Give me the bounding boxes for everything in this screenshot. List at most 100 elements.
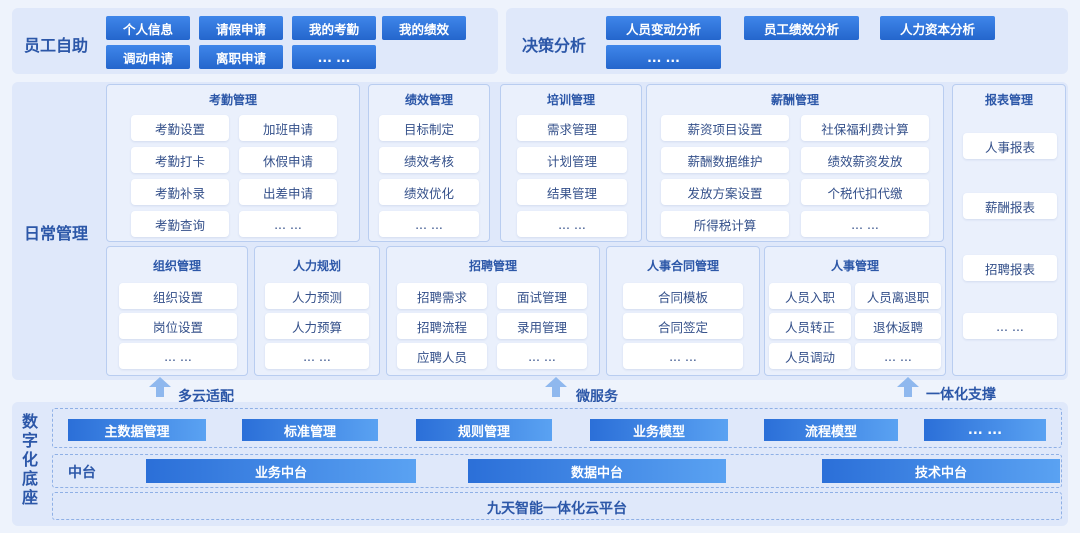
training-item[interactable]: ... ...: [517, 211, 627, 237]
recruit-item[interactable]: 招聘需求: [397, 283, 487, 309]
base-module[interactable]: ... ...: [924, 419, 1046, 441]
arrow-label: 一体化支撑: [926, 387, 996, 403]
personnel-item[interactable]: 人员离退职: [855, 283, 941, 309]
planning-module: 人力规划 人力预测 人力预算 ... ...: [254, 246, 380, 376]
org-item[interactable]: 组织设置: [119, 283, 237, 309]
base-module[interactable]: 主数据管理: [68, 419, 206, 441]
personnel-item[interactable]: ... ...: [855, 343, 941, 369]
performance-module: 绩效管理 目标制定 绩效考核 绩效优化 ... ...: [368, 84, 490, 242]
cloud-platform-label: 九天智能一体化云平台: [487, 501, 627, 517]
decision-panel: 决策分析 人员变动分析 员工绩效分析 人力资本分析 ... ...: [506, 8, 1068, 74]
salary-item[interactable]: 薪酬数据维护: [661, 147, 789, 173]
training-item[interactable]: 计划管理: [517, 147, 627, 173]
recruit-item[interactable]: ... ...: [497, 343, 587, 369]
salary-item[interactable]: 社保福利费计算: [801, 115, 929, 141]
performance-title: 绩效管理: [404, 93, 453, 107]
personnel-item[interactable]: 人员转正: [769, 313, 851, 339]
report-title: 报表管理: [984, 93, 1033, 107]
performance-item[interactable]: 绩效考核: [379, 147, 479, 173]
base-title: 数字化底座: [22, 412, 39, 507]
self-service-button[interactable]: ... ...: [292, 45, 376, 69]
self-service-panel: 员工自助 个人信息 请假申请 我的考勤 我的绩效 调动申请 离职申请 ... .…: [12, 8, 498, 74]
attendance-item[interactable]: 考勤补录: [131, 179, 229, 205]
report-item[interactable]: 薪酬报表: [963, 193, 1057, 219]
attendance-item[interactable]: 休假申请: [239, 147, 337, 173]
up-arrow-icon: [897, 377, 919, 397]
performance-item[interactable]: ... ...: [379, 211, 479, 237]
attendance-module: 考勤管理 考勤设置 加班申请 考勤打卡 休假申请 考勤补录 出差申请 考勤查询 …: [106, 84, 360, 242]
org-item[interactable]: ... ...: [119, 343, 237, 369]
salary-module: 薪酬管理 薪资项目设置 社保福利费计算 薪酬数据维护 绩效薪资发放 发放方案设置…: [646, 84, 944, 242]
planning-item[interactable]: 人力预算: [265, 313, 369, 339]
personnel-item[interactable]: 退休返聘: [855, 313, 941, 339]
self-service-button[interactable]: 离职申请: [199, 45, 283, 69]
recruit-item[interactable]: 招聘流程: [397, 313, 487, 339]
attendance-item[interactable]: 考勤打卡: [131, 147, 229, 173]
recruit-item[interactable]: 面试管理: [497, 283, 587, 309]
contract-module: 人事合同管理 合同模板 合同签定 ... ...: [606, 246, 760, 376]
self-service-button[interactable]: 我的绩效: [382, 16, 466, 40]
attendance-item[interactable]: 考勤查询: [131, 211, 229, 237]
middle-platform[interactable]: 业务中台: [146, 459, 416, 483]
cloud-platform: [52, 492, 1062, 520]
self-service-button[interactable]: 个人信息: [106, 16, 190, 40]
decision-button[interactable]: 人员变动分析: [606, 16, 721, 40]
base-module[interactable]: 标准管理: [242, 419, 378, 441]
salary-item[interactable]: 所得税计算: [661, 211, 789, 237]
salary-item[interactable]: 薪资项目设置: [661, 115, 789, 141]
attendance-item[interactable]: 加班申请: [239, 115, 337, 141]
contract-item[interactable]: 合同模板: [623, 283, 743, 309]
middle-platform[interactable]: 技术中台: [822, 459, 1060, 483]
report-item[interactable]: 招聘报表: [963, 255, 1057, 281]
decision-button[interactable]: 人力资本分析: [880, 16, 995, 40]
report-item[interactable]: ... ...: [963, 313, 1057, 339]
base-module[interactable]: 规则管理: [416, 419, 552, 441]
salary-title: 薪酬管理: [770, 93, 819, 107]
decision-button[interactable]: ... ...: [606, 45, 721, 69]
base-panel: 数字化底座 主数据管理 标准管理 规则管理 业务模型 流程模型 ... ... …: [12, 402, 1068, 526]
performance-item[interactable]: 目标制定: [379, 115, 479, 141]
decision-button[interactable]: 员工绩效分析: [744, 16, 859, 40]
org-item[interactable]: 岗位设置: [119, 313, 237, 339]
self-service-button[interactable]: 我的考勤: [292, 16, 376, 40]
up-arrow-icon: [545, 377, 567, 397]
org-module: 组织管理 组织设置 岗位设置 ... ...: [106, 246, 248, 376]
arrow-label: 微服务: [576, 389, 618, 405]
contract-item[interactable]: ... ...: [623, 343, 743, 369]
performance-item[interactable]: 绩效优化: [379, 179, 479, 205]
contract-item[interactable]: 合同签定: [623, 313, 743, 339]
base-module[interactable]: 流程模型: [764, 419, 898, 441]
salary-item[interactable]: ... ...: [801, 211, 929, 237]
middle-platform[interactable]: 数据中台: [468, 459, 726, 483]
up-arrow-icon: [149, 377, 171, 397]
middle-platform-label: 中台: [68, 465, 96, 481]
base-module[interactable]: 业务模型: [590, 419, 728, 441]
salary-item[interactable]: 个税代扣代缴: [801, 179, 929, 205]
recruit-item[interactable]: 录用管理: [497, 313, 587, 339]
personnel-title: 人事管理: [830, 259, 879, 273]
attendance-item[interactable]: 出差申请: [239, 179, 337, 205]
self-service-button[interactable]: 请假申请: [199, 16, 283, 40]
planning-item[interactable]: 人力预测: [265, 283, 369, 309]
report-module: 报表管理 人事报表 薪酬报表 招聘报表 ... ...: [952, 84, 1066, 376]
training-item[interactable]: 需求管理: [517, 115, 627, 141]
self-service-title: 员工自助: [24, 36, 89, 55]
training-module: 培训管理 需求管理 计划管理 结果管理 ... ...: [500, 84, 642, 242]
self-service-button[interactable]: 调动申请: [106, 45, 190, 69]
attendance-title: 考勤管理: [208, 93, 257, 107]
salary-item[interactable]: 发放方案设置: [661, 179, 789, 205]
recruit-module: 招聘管理 招聘需求 面试管理 招聘流程 录用管理 应聘人员 ... ...: [386, 246, 600, 376]
recruit-item[interactable]: 应聘人员: [397, 343, 487, 369]
training-item[interactable]: 结果管理: [517, 179, 627, 205]
recruit-title: 招聘管理: [468, 259, 517, 273]
attendance-item[interactable]: 考勤设置: [131, 115, 229, 141]
planning-item[interactable]: ... ...: [265, 343, 369, 369]
personnel-item[interactable]: 人员调动: [769, 343, 851, 369]
personnel-item[interactable]: 人员入职: [769, 283, 851, 309]
base-middle-row: [52, 454, 1062, 488]
attendance-item[interactable]: ... ...: [239, 211, 337, 237]
planning-title: 人力规划: [292, 259, 341, 273]
report-item[interactable]: 人事报表: [963, 133, 1057, 159]
org-title: 组织管理: [152, 259, 201, 273]
salary-item[interactable]: 绩效薪资发放: [801, 147, 929, 173]
